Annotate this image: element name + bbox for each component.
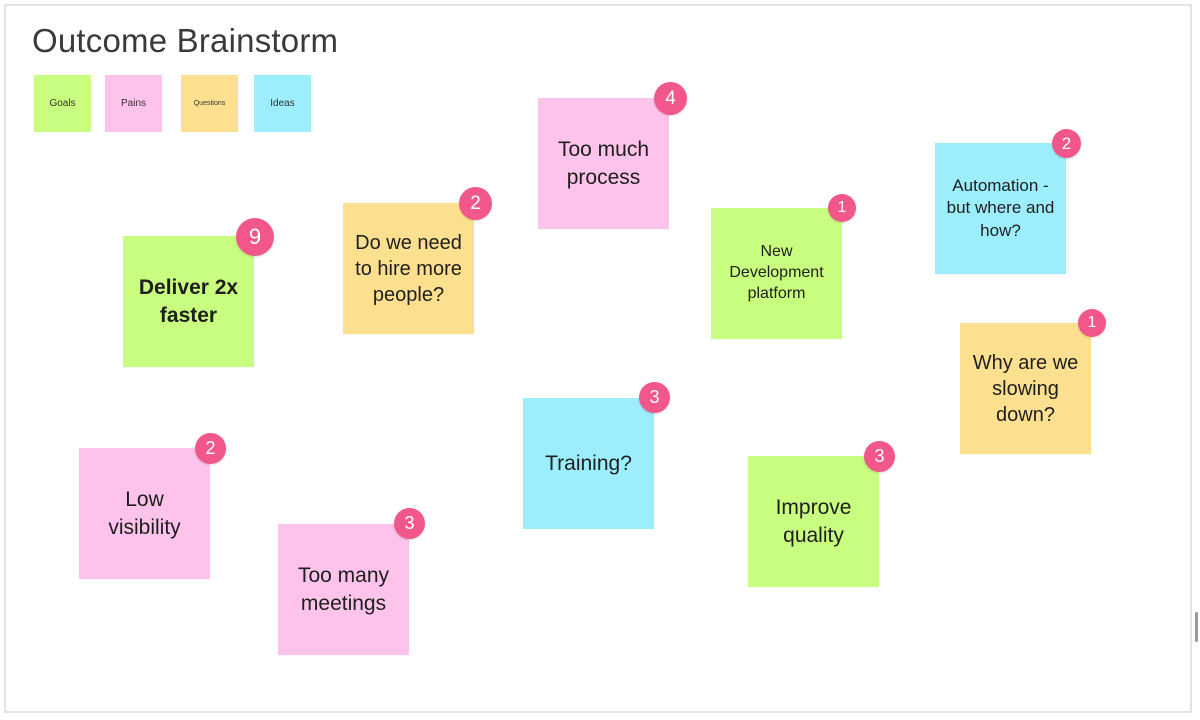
legend-pains-label: Pains — [120, 98, 146, 109]
sticky-note-text: Improve quality — [775, 496, 852, 547]
vote-count-badge: 1 — [1078, 309, 1106, 337]
sticky-note-visibility[interactable]: Low visibility — [79, 448, 210, 579]
sticky-note-text: Training? — [545, 451, 632, 475]
board-title: Outcome Brainstorm — [32, 22, 339, 59]
vote-count-badge: 9 — [236, 218, 274, 256]
legend-ideas[interactable]: Ideas — [254, 75, 311, 132]
sticky-note-text: Why are we slowing down? — [972, 351, 1079, 426]
sticky-note-text: Automation - but where and how? — [946, 176, 1055, 240]
sticky-note-deliver[interactable]: Deliver 2x faster — [123, 236, 254, 367]
sticky-note-text: Deliver 2x faster — [138, 276, 239, 327]
sticky-note-hire[interactable]: Do we need to hire more people? — [343, 203, 474, 334]
legend-questions-label: Questions — [193, 100, 226, 107]
sticky-note-platform[interactable]: New Development platform — [711, 208, 842, 339]
vote-count-badge: 4 — [654, 82, 687, 115]
sticky-note-text: Too much process — [557, 138, 650, 189]
sticky-note-automation[interactable]: Automation - but where and how? — [935, 143, 1066, 274]
sticky-note-text: Too many meetings — [297, 564, 390, 615]
sticky-note-quality[interactable]: Improve quality — [748, 456, 879, 587]
sticky-note-training[interactable]: Training? — [523, 398, 654, 529]
sticky-note-slowing[interactable]: Why are we slowing down? — [960, 323, 1091, 454]
sticky-note-text: Do we need to hire more people? — [355, 231, 462, 306]
legend-pains[interactable]: Pains — [105, 75, 162, 132]
vote-count-badge: 1 — [828, 194, 856, 222]
legend-goals-label: Goals — [49, 98, 76, 109]
sticky-note-process[interactable]: Too much process — [538, 98, 669, 229]
legend-questions[interactable]: Questions — [181, 75, 238, 132]
vote-count-badge: 2 — [1052, 129, 1081, 158]
legend-goals[interactable]: Goals — [34, 75, 91, 132]
resize-handle[interactable] — [1195, 612, 1198, 642]
sticky-note-text: Low visibility — [108, 488, 181, 539]
vote-count-badge: 3 — [394, 508, 425, 539]
sticky-note-text: New Development platform — [729, 243, 824, 302]
vote-count-badge: 3 — [864, 441, 895, 472]
vote-count-badge: 3 — [639, 382, 670, 413]
legend-ideas-label: Ideas — [270, 98, 295, 109]
vote-count-badge: 2 — [459, 187, 492, 220]
sticky-note-meetings[interactable]: Too many meetings — [278, 524, 409, 655]
vote-count-badge: 2 — [195, 433, 226, 464]
